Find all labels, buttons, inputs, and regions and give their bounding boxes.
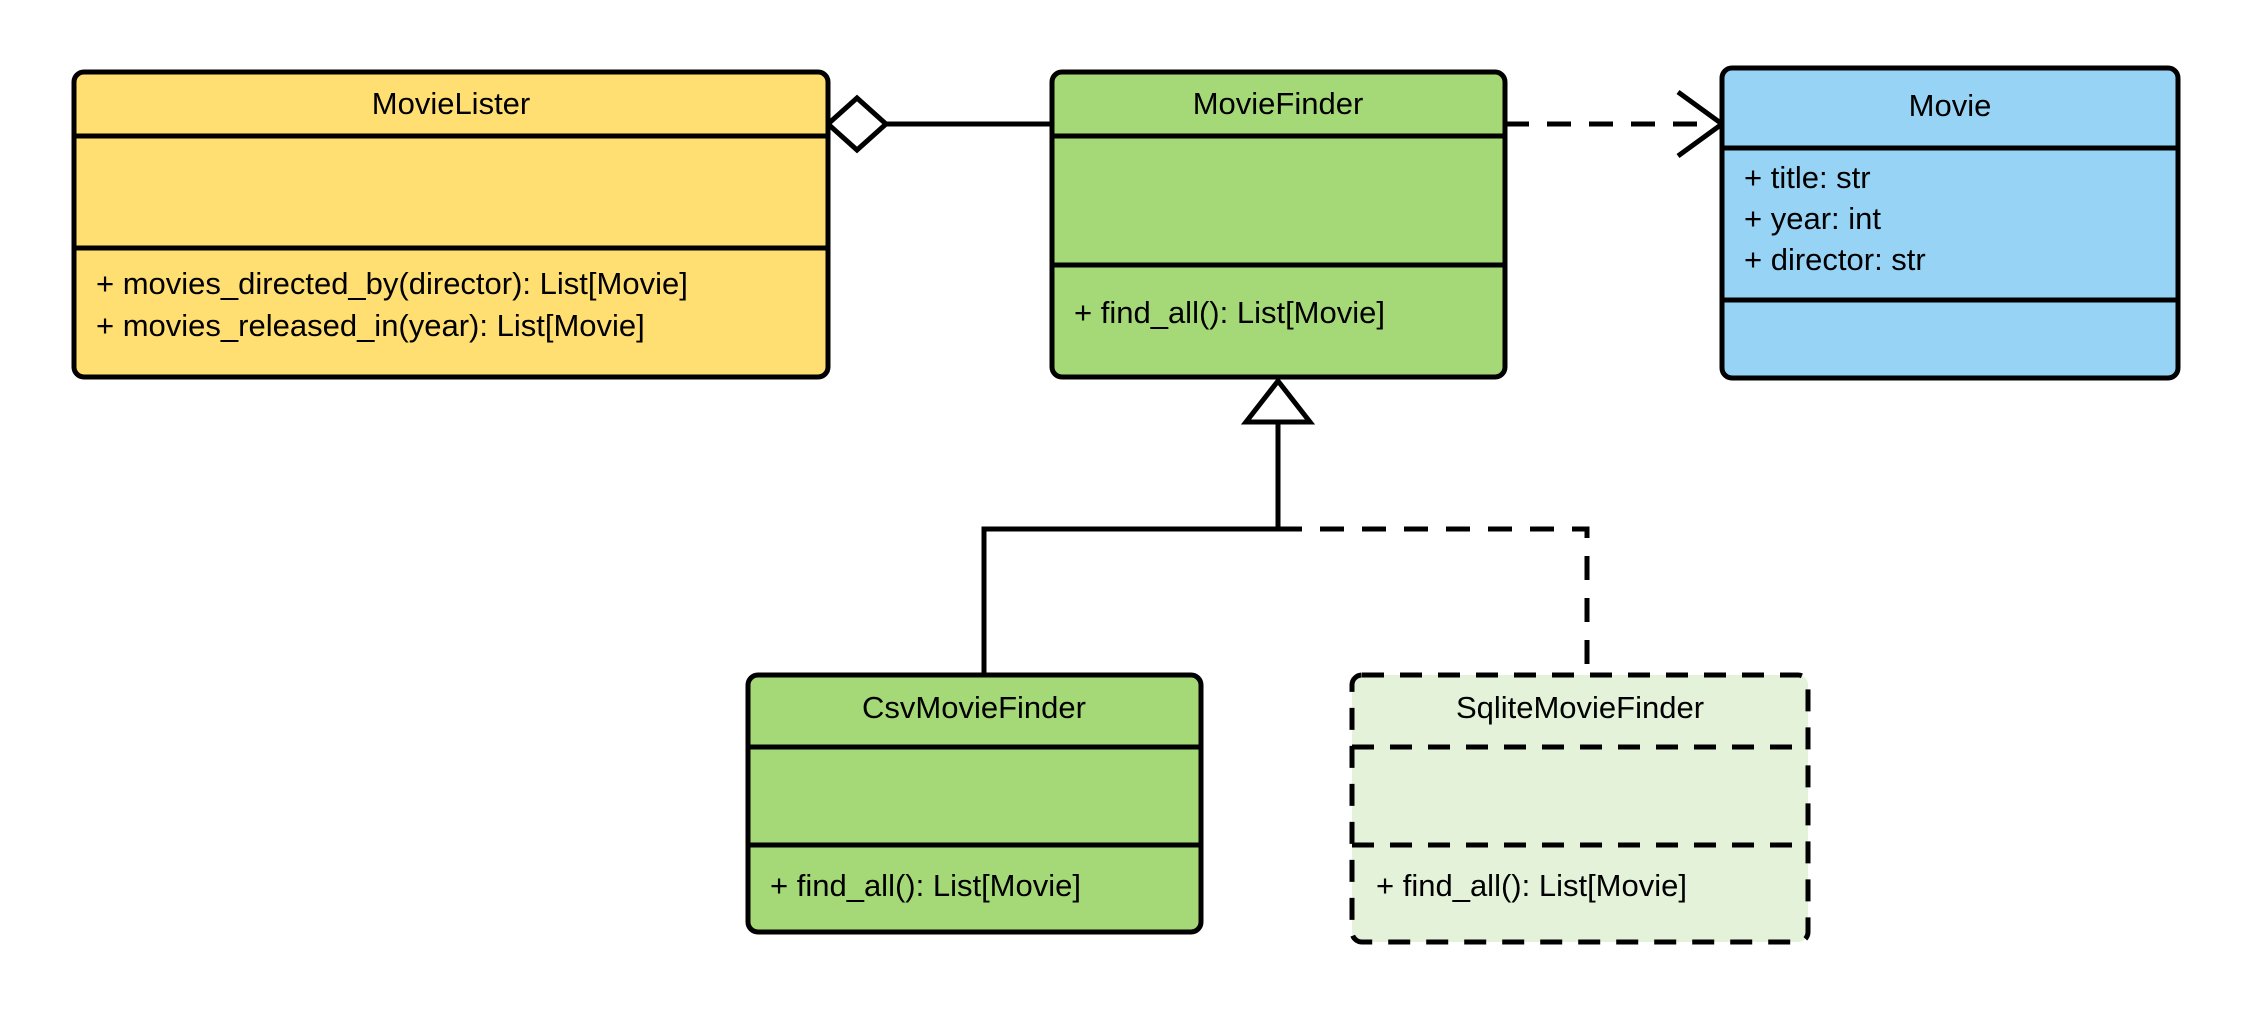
generalization-line-csv <box>981 418 1281 675</box>
movie-attribute-2: + director: str <box>1744 242 1926 277</box>
csv-movie-finder-title: CsvMovieFinder <box>862 690 1086 725</box>
generalization-line-sqlite <box>1278 526 1590 675</box>
class-box-sqlite-movie-finder[interactable]: SqliteMovieFinder + find_all(): List[Mov… <box>1349 672 1811 945</box>
movie-attribute-0: + title: str <box>1744 160 1871 195</box>
edge-generalization-sqlite-finder[interactable] <box>1278 526 1590 675</box>
edge-aggregation-lister-finder[interactable] <box>824 94 1052 154</box>
movie-lister-title: MovieLister <box>372 86 531 121</box>
sqlite-movie-finder-method-0: + find_all(): List[Movie] <box>1376 868 1687 903</box>
sqlite-movie-finder-title: SqliteMovieFinder <box>1456 690 1704 725</box>
movie-finder-frame <box>1049 69 1508 380</box>
movie-finder-method-0: + find_all(): List[Movie] <box>1074 295 1385 330</box>
csv-movie-finder-frame <box>745 672 1204 935</box>
movie-finder-title: MovieFinder <box>1193 86 1364 121</box>
edge-dependency-finder-movie[interactable] <box>1505 89 1727 159</box>
class-box-movie-finder[interactable]: MovieFinder + find_all(): List[Movie] <box>1049 69 1508 380</box>
sqlite-movie-finder-frame <box>1349 672 1811 945</box>
class-box-csv-movie-finder[interactable]: CsvMovieFinder + find_all(): List[Movie] <box>745 672 1204 935</box>
csv-movie-finder-method-0: + find_all(): List[Movie] <box>770 868 1081 903</box>
movie-lister-method-0: + movies_directed_by(director): List[Mov… <box>96 266 688 301</box>
edge-generalization-csv-finder[interactable] <box>981 418 1281 675</box>
movie-title: Movie <box>1909 88 1992 123</box>
hollow-triangle-icon <box>1240 376 1316 425</box>
movie-lister-frame <box>71 69 831 380</box>
class-box-movie-lister[interactable]: MovieLister + movies_directed_by(directo… <box>71 69 831 380</box>
class-box-movie[interactable]: Movie + title: str + year: int + directo… <box>1719 65 2181 381</box>
hollow-diamond-icon <box>824 94 890 154</box>
movie-lister-method-1: + movies_released_in(year): List[Movie] <box>96 308 645 343</box>
movie-attribute-1: + year: int <box>1744 201 1881 236</box>
